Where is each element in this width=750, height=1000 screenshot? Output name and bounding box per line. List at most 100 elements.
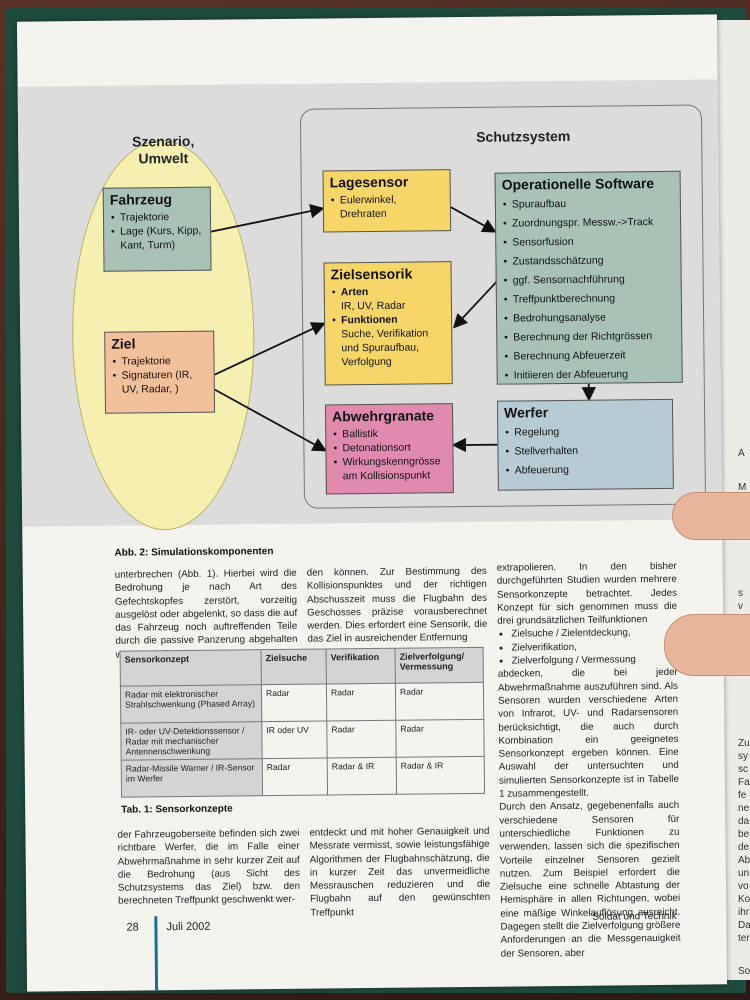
paragraph: Durch den Ansatz, gegebenenfalls auch ve… [499, 800, 681, 960]
connector-arrows [210, 204, 596, 453]
lagesensor-box: Lagesensor Eulerwinkel, Drehraten [322, 169, 452, 233]
lagesensor-item: Eulerwinkel, Drehraten [340, 192, 444, 221]
werfer-item: Regelung [514, 422, 666, 443]
next-page-fragment: vo [738, 881, 749, 892]
next-page-fragment: Ko [738, 894, 750, 905]
abwehrgranate-item: Detonationsort [342, 440, 446, 455]
next-page-fragment: v [738, 601, 743, 612]
sensor-table: Sensorkonzept Zielsuche Verifikation Zie… [120, 647, 486, 798]
table-header: Sensorkonzept [120, 649, 262, 687]
table-row: Radar mit elektronischer Strahlschwenkun… [120, 682, 484, 724]
next-page-fragment: sc [738, 764, 748, 775]
lagesensor-list: Eulerwinkel, Drehraten [330, 192, 444, 221]
table-header: Zielverfolgung/ Vermessung [395, 647, 484, 684]
table-cell: Radar [326, 683, 396, 721]
paragraph: entdeckt und mit hoher Genauigkeit und M… [309, 825, 491, 919]
arten-text: IR, UV, Radar [340, 299, 406, 313]
table-cell: Radar [262, 757, 328, 796]
next-page-fragment: fe [738, 790, 747, 801]
next-page-fragment: da [738, 816, 750, 827]
table-cell: Radar mit elektronischer Strahlschwenkun… [120, 684, 262, 724]
fahrzeug-item: Trajektorie [120, 210, 204, 225]
werfer-item: Stellverhalten [514, 441, 666, 462]
table-cell: IR oder UV [261, 720, 328, 759]
next-page-fragment: Fa [738, 777, 750, 788]
software-item: Zuordnungspr. Messw.->Track [512, 213, 674, 234]
arrow-lagesensor-software [450, 206, 497, 233]
funktionen-text: Suche, Verifikation und Spuraufbau, Verf… [341, 327, 429, 369]
ziel-box: Ziel Trajektorie Signaturen (IR, UV, Rad… [104, 330, 216, 414]
abwehrgranate-item: Wirkungskenngrösse am Kollisionspunkt [342, 454, 446, 483]
abwehrgranate-list: Ballistik Detonationsort Wirkungskenngrö… [332, 426, 447, 483]
arrow-ziel-abwehrgranate [214, 388, 328, 452]
arrow-software-zielsensorik [452, 268, 510, 329]
table-cell: Radar & IR [327, 757, 397, 795]
next-page-fragment: ter [738, 933, 750, 944]
page-number: 28 [126, 921, 139, 934]
finger-top [672, 492, 750, 540]
table-caption: Tab. 1: Sensorkonzepte [121, 803, 233, 816]
arrow-ziel-zielsensorik [214, 322, 326, 376]
software-title: Operationelle Software [501, 175, 655, 193]
paragraph: extrapolieren. In den bisher durchgeführ… [496, 560, 678, 627]
software-item: Initiieren der Abfeuerung [514, 365, 676, 386]
abwehrgranate-item: Ballistik [342, 426, 446, 441]
finger-bottom [664, 614, 750, 676]
next-page-fragment: Ab [738, 855, 750, 866]
table-cell: Radar [395, 719, 485, 758]
lagesensor-title: Lagesensor [329, 173, 409, 191]
paragraph: unterbrechen (Abb. 1). Hierbei wird die … [114, 567, 298, 661]
next-page-fragment: sy [738, 751, 748, 762]
next-page-fragment: M [738, 482, 747, 493]
zielsensorik-title: Zielsensorik [330, 265, 413, 283]
next-page-fragment: Zu [738, 738, 750, 749]
arten-label: Arten [340, 286, 369, 299]
funktionen-label: Funktionen [341, 313, 398, 327]
next-page-fragment: un [738, 868, 750, 879]
software-item: Zustandsschätzung [512, 251, 674, 272]
fahrzeug-item: Lage (Kurs, Kipp, Kant, Turm) [120, 224, 204, 253]
ziel-list: Trajektorie Signaturen (IR, UV, Radar, ) [111, 354, 207, 397]
fahrzeug-box: Fahrzeug Trajektorie Lage (Kurs, Kipp, K… [102, 186, 212, 272]
next-page-fragment: ne [738, 803, 750, 814]
software-item: Spuraufbau [512, 194, 674, 215]
werfer-title: Werfer [503, 404, 549, 421]
abwehrgranate-box: Abwehrgranate Ballistik Detonationsort W… [324, 403, 454, 495]
teilfunktionen-list: Zielsuche / Zielentdeckung, Zielverifika… [497, 626, 677, 668]
ziel-item: Trajektorie [121, 354, 207, 369]
next-page-fragment: de [738, 842, 750, 853]
table-cell: Radar [326, 720, 397, 758]
magazine-page: Szenario, Umwelt Schutzsystem Fahrzeug T… [16, 14, 728, 992]
issue-date: Juli 2002 [166, 920, 211, 934]
software-item: Berechnung der Richtgrössen [513, 327, 675, 348]
paragraph: den können. Zur Bestimmung des Kollision… [306, 565, 488, 646]
next-page-fragment: be [738, 829, 750, 840]
table-cell: Radar & IR [396, 756, 485, 795]
table-header: Verifikation [326, 648, 396, 684]
software-item: Berechnung Abfeuerzeit [513, 346, 675, 367]
magazine-name: Soldat und Technik [592, 910, 677, 923]
software-list: Spuraufbau Zuordnungspr. Messw.->Track S… [502, 194, 676, 386]
software-item: Treffpunktberechnung [513, 289, 675, 310]
next-page-fragment: s [738, 588, 743, 599]
next-page-fragment: Sol [738, 966, 750, 977]
paragraph: abdecken, die bei jeder Abwehrmaßnahme a… [497, 667, 679, 800]
table-cell: Radar-Missile Warner / IR-Sensor im Werf… [121, 758, 263, 798]
fahrzeug-title: Fahrzeug [109, 191, 173, 208]
software-item: Sensorfusion [512, 232, 674, 253]
table-cell: Radar [395, 682, 484, 721]
table-row: Radar-Missile Warner / IR-Sensor im Werf… [121, 756, 485, 798]
werfer-list: Regelung Stellverhalten Abfeuerung [504, 422, 667, 481]
table-cell: IR- oder UV-Detektionssensor / Radar mit… [120, 721, 263, 761]
next-page-fragment: A [738, 448, 745, 459]
table-header: Zielsuche [261, 648, 327, 685]
table-header-row: Sensorkonzept Zielsuche Verifikation Zie… [120, 647, 484, 687]
text-column-1: unterbrechen (Abb. 1). Hierbei wird die … [115, 567, 298, 662]
werfer-item: Abfeuerung [515, 460, 667, 481]
ziel-title: Ziel [111, 335, 136, 352]
ziel-item: Signaturen (IR, UV, Radar, ) [122, 368, 208, 397]
text-column-1-bottom: der Fahrzeugoberseite befinden sich zwei… [117, 827, 300, 909]
